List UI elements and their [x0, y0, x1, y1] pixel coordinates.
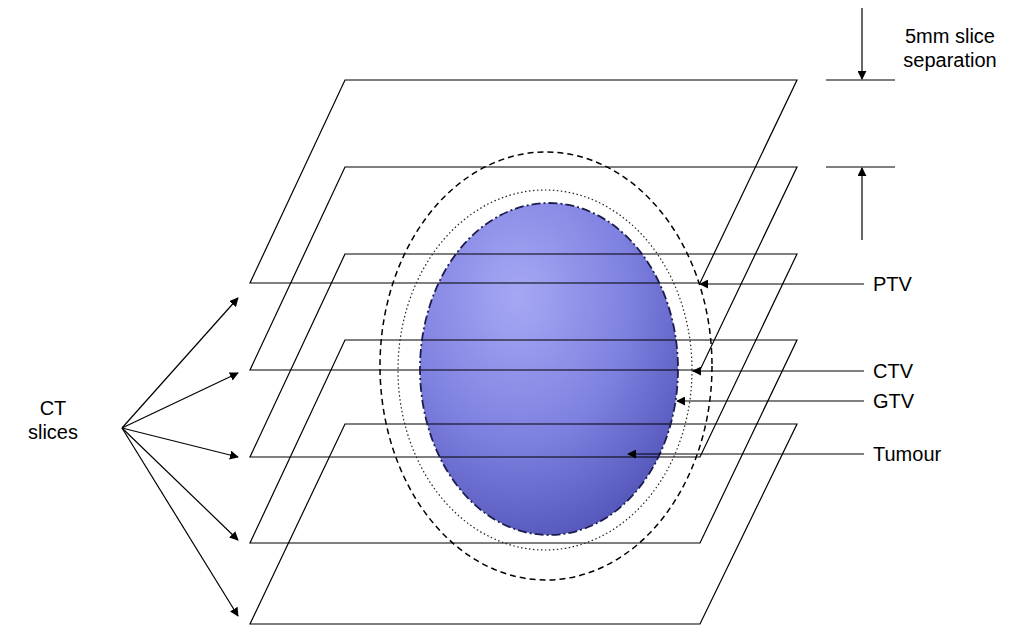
pointer-arrow: [122, 298, 238, 428]
text-label: GTV: [873, 389, 914, 413]
text-label: PTV: [873, 272, 912, 296]
pointer-arrow: [122, 428, 238, 540]
slice-pointers: [122, 298, 238, 616]
dimension-arrow: [861, 8, 862, 79]
pointer-arrow: [122, 428, 238, 457]
leader-lines: [628, 284, 864, 454]
leader-line: [677, 400, 864, 401]
leader-line: [693, 370, 864, 371]
leader-line: [628, 453, 864, 454]
dimension-line: [826, 166, 895, 167]
ct-slices: [250, 80, 797, 624]
ctv-outline: [398, 190, 692, 550]
pointer-arrow: [122, 428, 238, 616]
dimension-marker: [826, 8, 895, 240]
text-label: 5mm slice separation: [894, 24, 1006, 72]
dimension-line: [826, 79, 895, 80]
dimension-arrow: [861, 168, 862, 240]
text-label: Tumour: [873, 442, 941, 466]
leader-line: [700, 283, 864, 284]
gtv-outline: [420, 203, 678, 535]
pointer-arrow: [122, 373, 238, 428]
tumour-body: [420, 203, 678, 535]
ct-slice: [250, 80, 797, 283]
ptv-outline: [380, 152, 712, 580]
text-label: CT slices: [20, 396, 86, 444]
text-label: CTV: [873, 359, 913, 383]
